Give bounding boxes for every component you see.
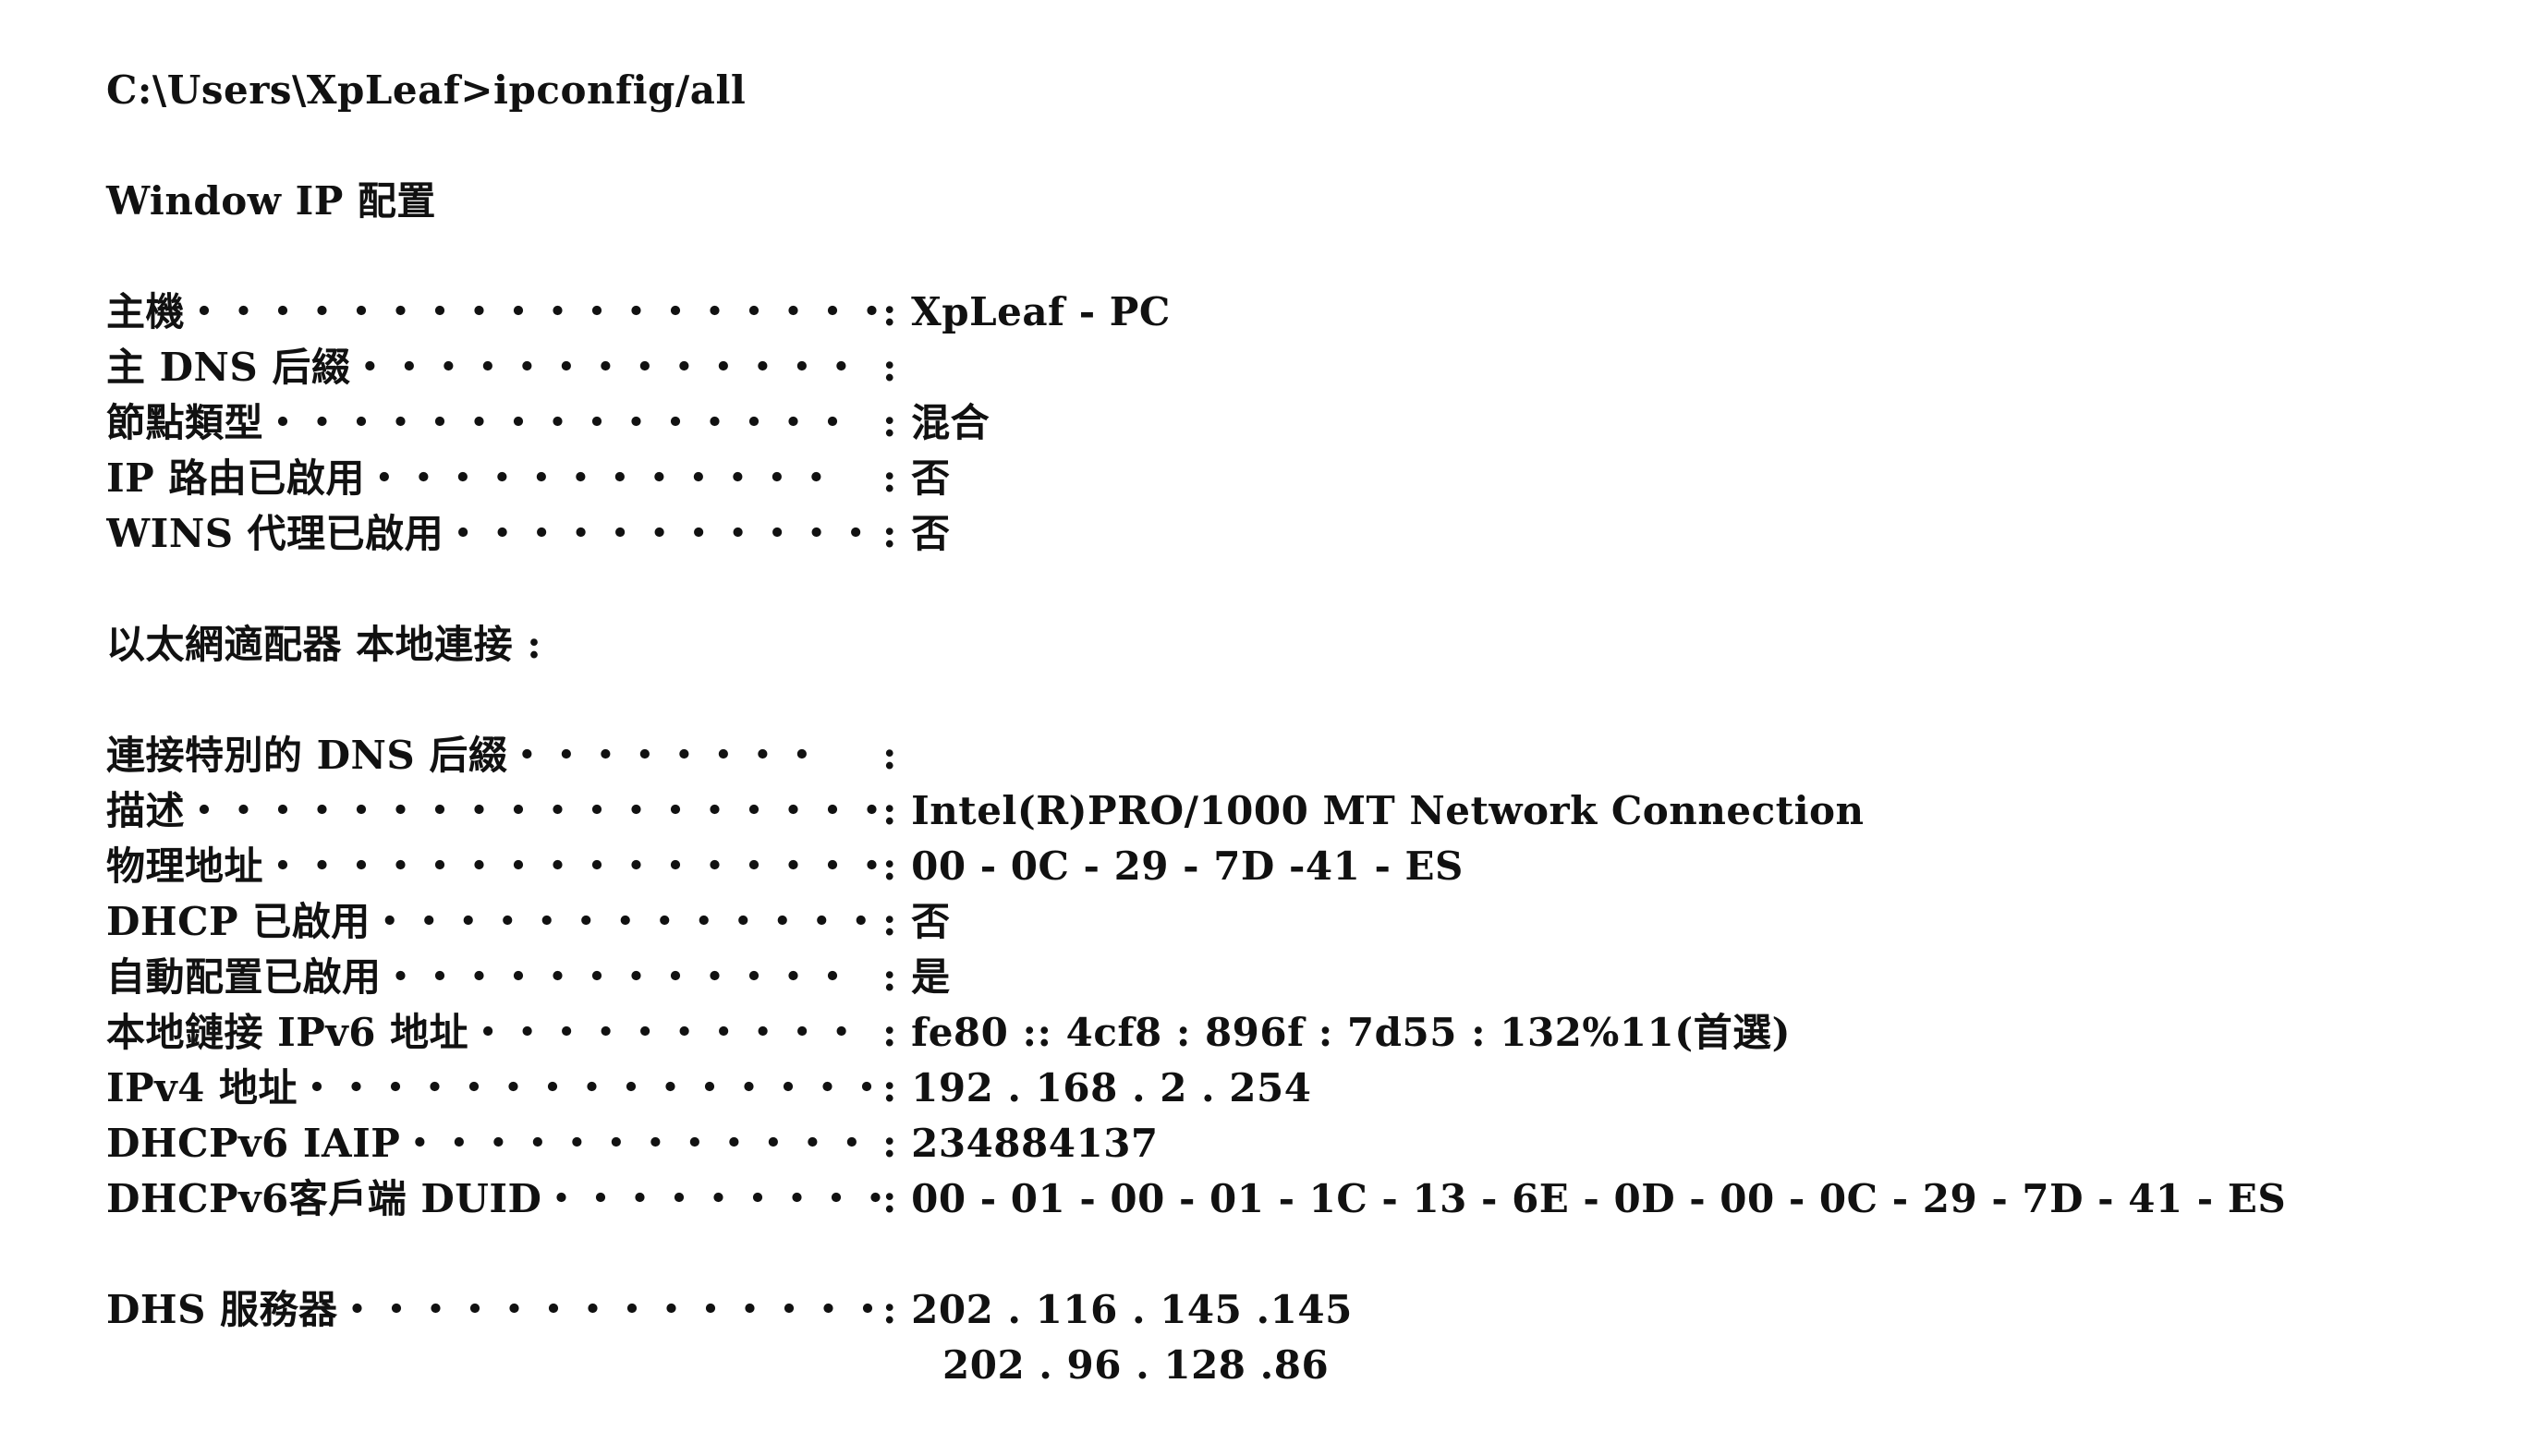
config-row-dhcpv6-iaid: DHCPv6 IAIP・・・・・・・・・・・・・: 234884137 [106,1116,1159,1171]
config-label: WINS 代理已啟用・・・・・・・・・・・ [106,511,876,556]
config-label: 自動配置已啟用・・・・・・・・・・・・ [106,954,853,1000]
config-label: DHCPv6 IAIP・・・・・・・・・・・・・ [106,1121,882,1166]
config-value: : 否 [882,455,951,501]
config-label: 主 DNS 后綴・・・・・・・・・・・・・ [106,345,861,390]
config-row-wins-proxy: WINS 代理已啟用・・・・・・・・・・・: 否 [106,506,951,562]
dns-server-secondary: 202 . 96 . 128 .86 [942,1342,1330,1388]
config-value: : [882,345,898,390]
config-row-link-local-ipv6: 本地鏈接 IPv6 地址・・・・・・・・・・ : fe80 :: 4cf8 : 8… [106,1005,1791,1061]
config-label: 節點類型・・・・・・・・・・・・・・・ [106,400,853,445]
window-ip-title: Window IP 配置 [106,178,436,224]
config-value: : 00 - 01 - 00 - 01 - 1C - 13 - 6E - 0D … [882,1176,2287,1221]
config-label: IP 路由已啟用・・・・・・・・・・・・ [106,455,836,501]
config-row-description: 描述・・・・・・・・・・・・・・・・・・: Intel(R)PRO/1000 M… [106,783,1865,839]
config-row-dhcp-enabled: DHCP 已啟用・・・・・・・・・・・・・: 否 [106,894,951,950]
config-row-ipv4-address: IPv4 地址・・・・・・・・・・・・・・・: 192 . 168 . 2 . … [106,1061,1311,1116]
adapter-title: 以太網適配器 本地連接 : [106,622,542,667]
config-value: : 192 . 168 . 2 . 254 [882,1065,1312,1110]
config-row-connection-dns-suffix: 連接特別的 DNS 后綴・・・・・・・・: [106,728,897,783]
config-value: : fe80 :: 4cf8 : 896f : 7d55 : 132%11(首選… [882,1010,1791,1055]
config-label: DHCPv6客戶端 DUID・・・・・・・・・・ [106,1176,882,1221]
config-row-node-type: 節點類型・・・・・・・・・・・・・・・ : 混合 [106,395,990,451]
config-row-primary-dns-suffix: 主 DNS 后綴・・・・・・・・・・・・・: [106,340,897,395]
config-row-autoconfig-enabled: 自動配置已啟用・・・・・・・・・・・・ : 是 [106,950,951,1005]
config-value: : 是 [882,954,951,1000]
config-value: : 00 - 0C - 29 - 7D -41 - ES [882,843,1464,889]
config-value: : 否 [882,899,951,944]
config-label: DHS 服務器・・・・・・・・・・・・・・ [106,1287,882,1332]
config-label: 連接特別的 DNS 后綴・・・・・・・・ [106,733,822,778]
config-row-dns-servers: DHS 服務器・・・・・・・・・・・・・・: 202 . 116 . 145 .… [106,1282,1353,1338]
config-label: 物理地址・・・・・・・・・・・・・・・・ [106,843,882,889]
config-label: 主機・・・・・・・・・・・・・・・・・・ [106,289,882,334]
config-label: IPv4 地址・・・・・・・・・・・・・・・ [106,1065,882,1110]
config-row-host: 主機・・・・・・・・・・・・・・・・・・: XpLeaf - PC [106,285,1171,340]
config-value: : Intel(R)PRO/1000 MT Network Connection [882,788,1865,833]
config-value: : 202 . 116 . 145 .145 [882,1287,1353,1332]
command-line: C:\Users\XpLeaf>ipconfig/all [106,67,747,113]
config-label: DHCP 已啟用・・・・・・・・・・・・・ [106,899,881,944]
config-row-physical-address: 物理地址・・・・・・・・・・・・・・・・: 00 - 0C - 29 - 7D … [106,839,1464,894]
config-row-dhcpv6-duid: DHCPv6客戶端 DUID・・・・・・・・・・: 00 - 01 - 00 -… [106,1171,2286,1227]
config-row-ip-routing: IP 路由已啟用・・・・・・・・・・・・ : 否 [106,451,951,506]
config-label: 描述・・・・・・・・・・・・・・・・・・ [106,788,882,833]
config-label: 本地鏈接 IPv6 地址・・・・・・・・・・ [106,1010,862,1055]
config-value: : 否 [882,511,951,556]
config-value: : XpLeaf - PC [882,289,1171,334]
config-value: : 234884137 [882,1121,1159,1166]
config-value: : 混合 [882,400,990,445]
config-value: : [882,733,898,778]
